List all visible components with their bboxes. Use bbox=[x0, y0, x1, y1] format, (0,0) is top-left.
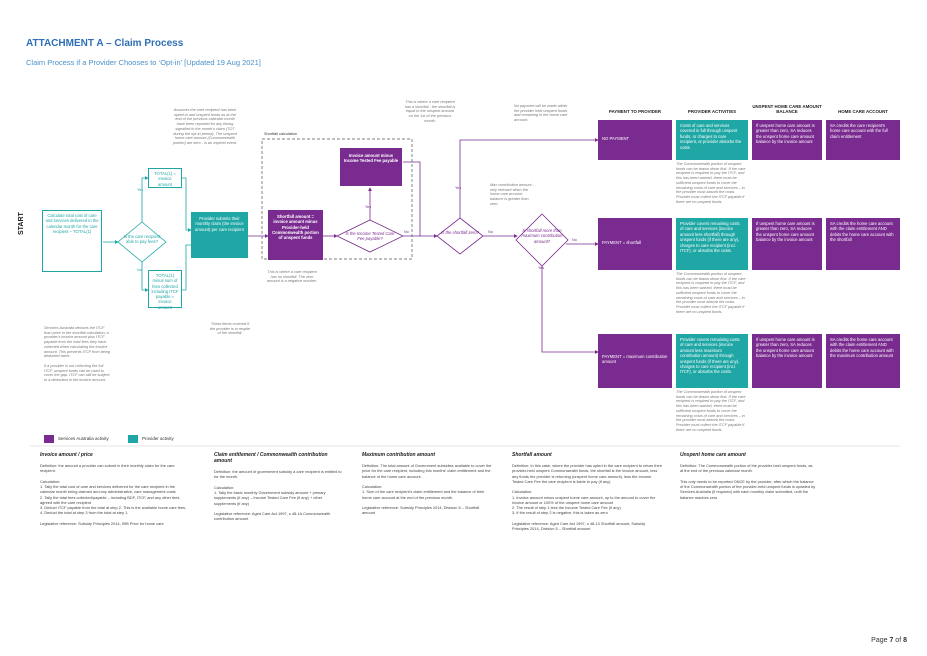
definition-shortfall-title: Shortfall amount bbox=[512, 452, 552, 458]
row2-account: SA credits the home care account with th… bbox=[826, 218, 900, 270]
header-activities: PROVIDER ACTIVITIES bbox=[687, 109, 737, 114]
label-no-4: No bbox=[572, 238, 577, 242]
row2-payment: PAYMENT = shortfall bbox=[598, 218, 672, 270]
shortfall-calc-label: Shortfall calculation bbox=[264, 132, 297, 136]
header-account: HOME CARE ACCOUNT bbox=[838, 109, 888, 114]
decision-income-tested: Is the Income Tested Care Fee payable? bbox=[345, 231, 395, 242]
note-bottom-left: Services Australia deducts the ITCF from… bbox=[44, 326, 110, 383]
page-subtitle: Claim Process if a Provider Chooses to ‘… bbox=[26, 58, 261, 67]
row1-activities: Costs of care and services covered in fu… bbox=[676, 120, 748, 160]
label-yes-2: Yes bbox=[365, 205, 372, 209]
header-balance: UNSPENT HOME CARE AMOUNT BALANCE bbox=[752, 104, 822, 115]
label-yes-4: Yes bbox=[538, 266, 545, 270]
row2-note: The Commonwealth portion of unspent fund… bbox=[676, 272, 746, 314]
label-no-2: No bbox=[404, 230, 409, 234]
row3-activities: Provider covers remaining costs of care … bbox=[676, 334, 748, 388]
definition-invoice: Invoice amount / price Definition: the a… bbox=[40, 452, 190, 526]
legend-label-sa: Services Australia activity bbox=[58, 436, 109, 441]
label-no-1: No bbox=[137, 268, 142, 272]
shortfall-amount-box: Shortfall amount = invoice amount minus … bbox=[268, 210, 323, 260]
definition-claim-body: Definition: the amount of government sub… bbox=[214, 469, 342, 522]
definition-maximum: Maximum contribution amount Definition: … bbox=[362, 452, 492, 516]
page-number-prefix: Page bbox=[871, 637, 890, 644]
page-number-middle: of bbox=[893, 637, 904, 644]
label-no-3: No bbox=[488, 230, 493, 234]
page-number: Page 7 of 8 bbox=[871, 637, 907, 644]
definition-unspent-body: Definition: The Commonwealth portion of … bbox=[680, 463, 816, 500]
row1-payment: NO PAYMENT bbox=[598, 120, 672, 160]
definition-unspent-title: Unspent home care amount bbox=[680, 452, 746, 458]
definition-claim: Claim entitlement / Commonwealth contrib… bbox=[214, 452, 344, 522]
definition-claim-title: Claim entitlement / Commonwealth contrib… bbox=[214, 452, 328, 464]
row3-payment: PAYMENT = maximum contribution amount bbox=[598, 334, 672, 388]
row3-account: SA credits the home care account with th… bbox=[826, 334, 900, 388]
decision-diamond-itcf bbox=[336, 219, 404, 253]
legend-swatch-provider bbox=[128, 435, 138, 443]
note-top-mid: This is where a care recipient has a sho… bbox=[404, 100, 456, 123]
total-minus-fees-box: TOTAL(1) minus sum of fees collected inc… bbox=[148, 270, 182, 310]
row2-balance: If unspent home care amount is greater t… bbox=[752, 218, 822, 270]
row3-note: The Commonwealth portion of unspent fund… bbox=[676, 390, 746, 432]
definition-unspent: Unspent home care amount Definition: The… bbox=[680, 452, 816, 500]
definition-invoice-body: Definition: the amount a provider can su… bbox=[40, 463, 187, 526]
decision-able-to-pay: Is the care recipient able to pay fees? bbox=[123, 234, 161, 245]
note-bottom-mid: This is where a care recipient has no sh… bbox=[267, 270, 317, 284]
legend-swatch-sa bbox=[44, 435, 54, 443]
row1-balance: If unspent home care amount is greater t… bbox=[752, 120, 822, 160]
page-number-current: 7 bbox=[889, 637, 894, 644]
decision-diamond-zero bbox=[436, 217, 484, 255]
header-payment: PAYMENT TO PROVIDER bbox=[608, 109, 662, 114]
row2-activities: Provider covers remaining costs of care … bbox=[676, 218, 748, 270]
definition-maximum-body: Definition: The total amount of Governme… bbox=[362, 463, 492, 516]
total-equals-invoice-box: TOTAL(1) = Invoice amount bbox=[148, 168, 182, 188]
decision-shortfall-more: Is shortfall more than maximum contribut… bbox=[521, 228, 563, 244]
page-title: ATTACHMENT A – Claim Process bbox=[26, 38, 184, 49]
note-top-left: Assumes the care recipient has been opte… bbox=[172, 108, 238, 146]
start-box: Calculate total cost of care and service… bbox=[42, 210, 102, 272]
legend-label-provider: Provider activity bbox=[142, 436, 174, 441]
definition-maximum-title: Maximum contribution amount bbox=[362, 452, 436, 458]
note-max-contribution: Max contribution amount - only relevant … bbox=[490, 183, 534, 206]
provider-submits-box: Provider submits their monthly claim (th… bbox=[191, 212, 248, 258]
invoice-minus-itcf-box: Invoice amount minus Income Tested Fee p… bbox=[340, 148, 402, 186]
row1-note: The Commonwealth portion of unspent fund… bbox=[676, 162, 746, 204]
note-bottom-teal: These items covered if the provider is i… bbox=[209, 322, 251, 336]
decision-shortfall-zero: Is the shortfall zero? bbox=[441, 230, 479, 235]
decision-diamond-paid bbox=[117, 221, 167, 263]
row1-account: SA credits the care recipient's home car… bbox=[826, 120, 900, 160]
note-top-right: No payment will be made within the provi… bbox=[514, 104, 568, 123]
definition-shortfall: Shortfall amount Definition: In this cas… bbox=[512, 452, 662, 531]
label-yes-1: Yes bbox=[137, 188, 144, 192]
page-number-total: 8 bbox=[903, 637, 907, 644]
definition-invoice-title: Invoice amount / price bbox=[40, 452, 93, 458]
label-yes-3: Yes bbox=[455, 186, 462, 190]
row3-balance: If unspent home care amount is greater t… bbox=[752, 334, 822, 388]
decision-diamond-more bbox=[515, 213, 569, 267]
definition-shortfall-body: Definition: In this case, where the prov… bbox=[512, 463, 662, 532]
